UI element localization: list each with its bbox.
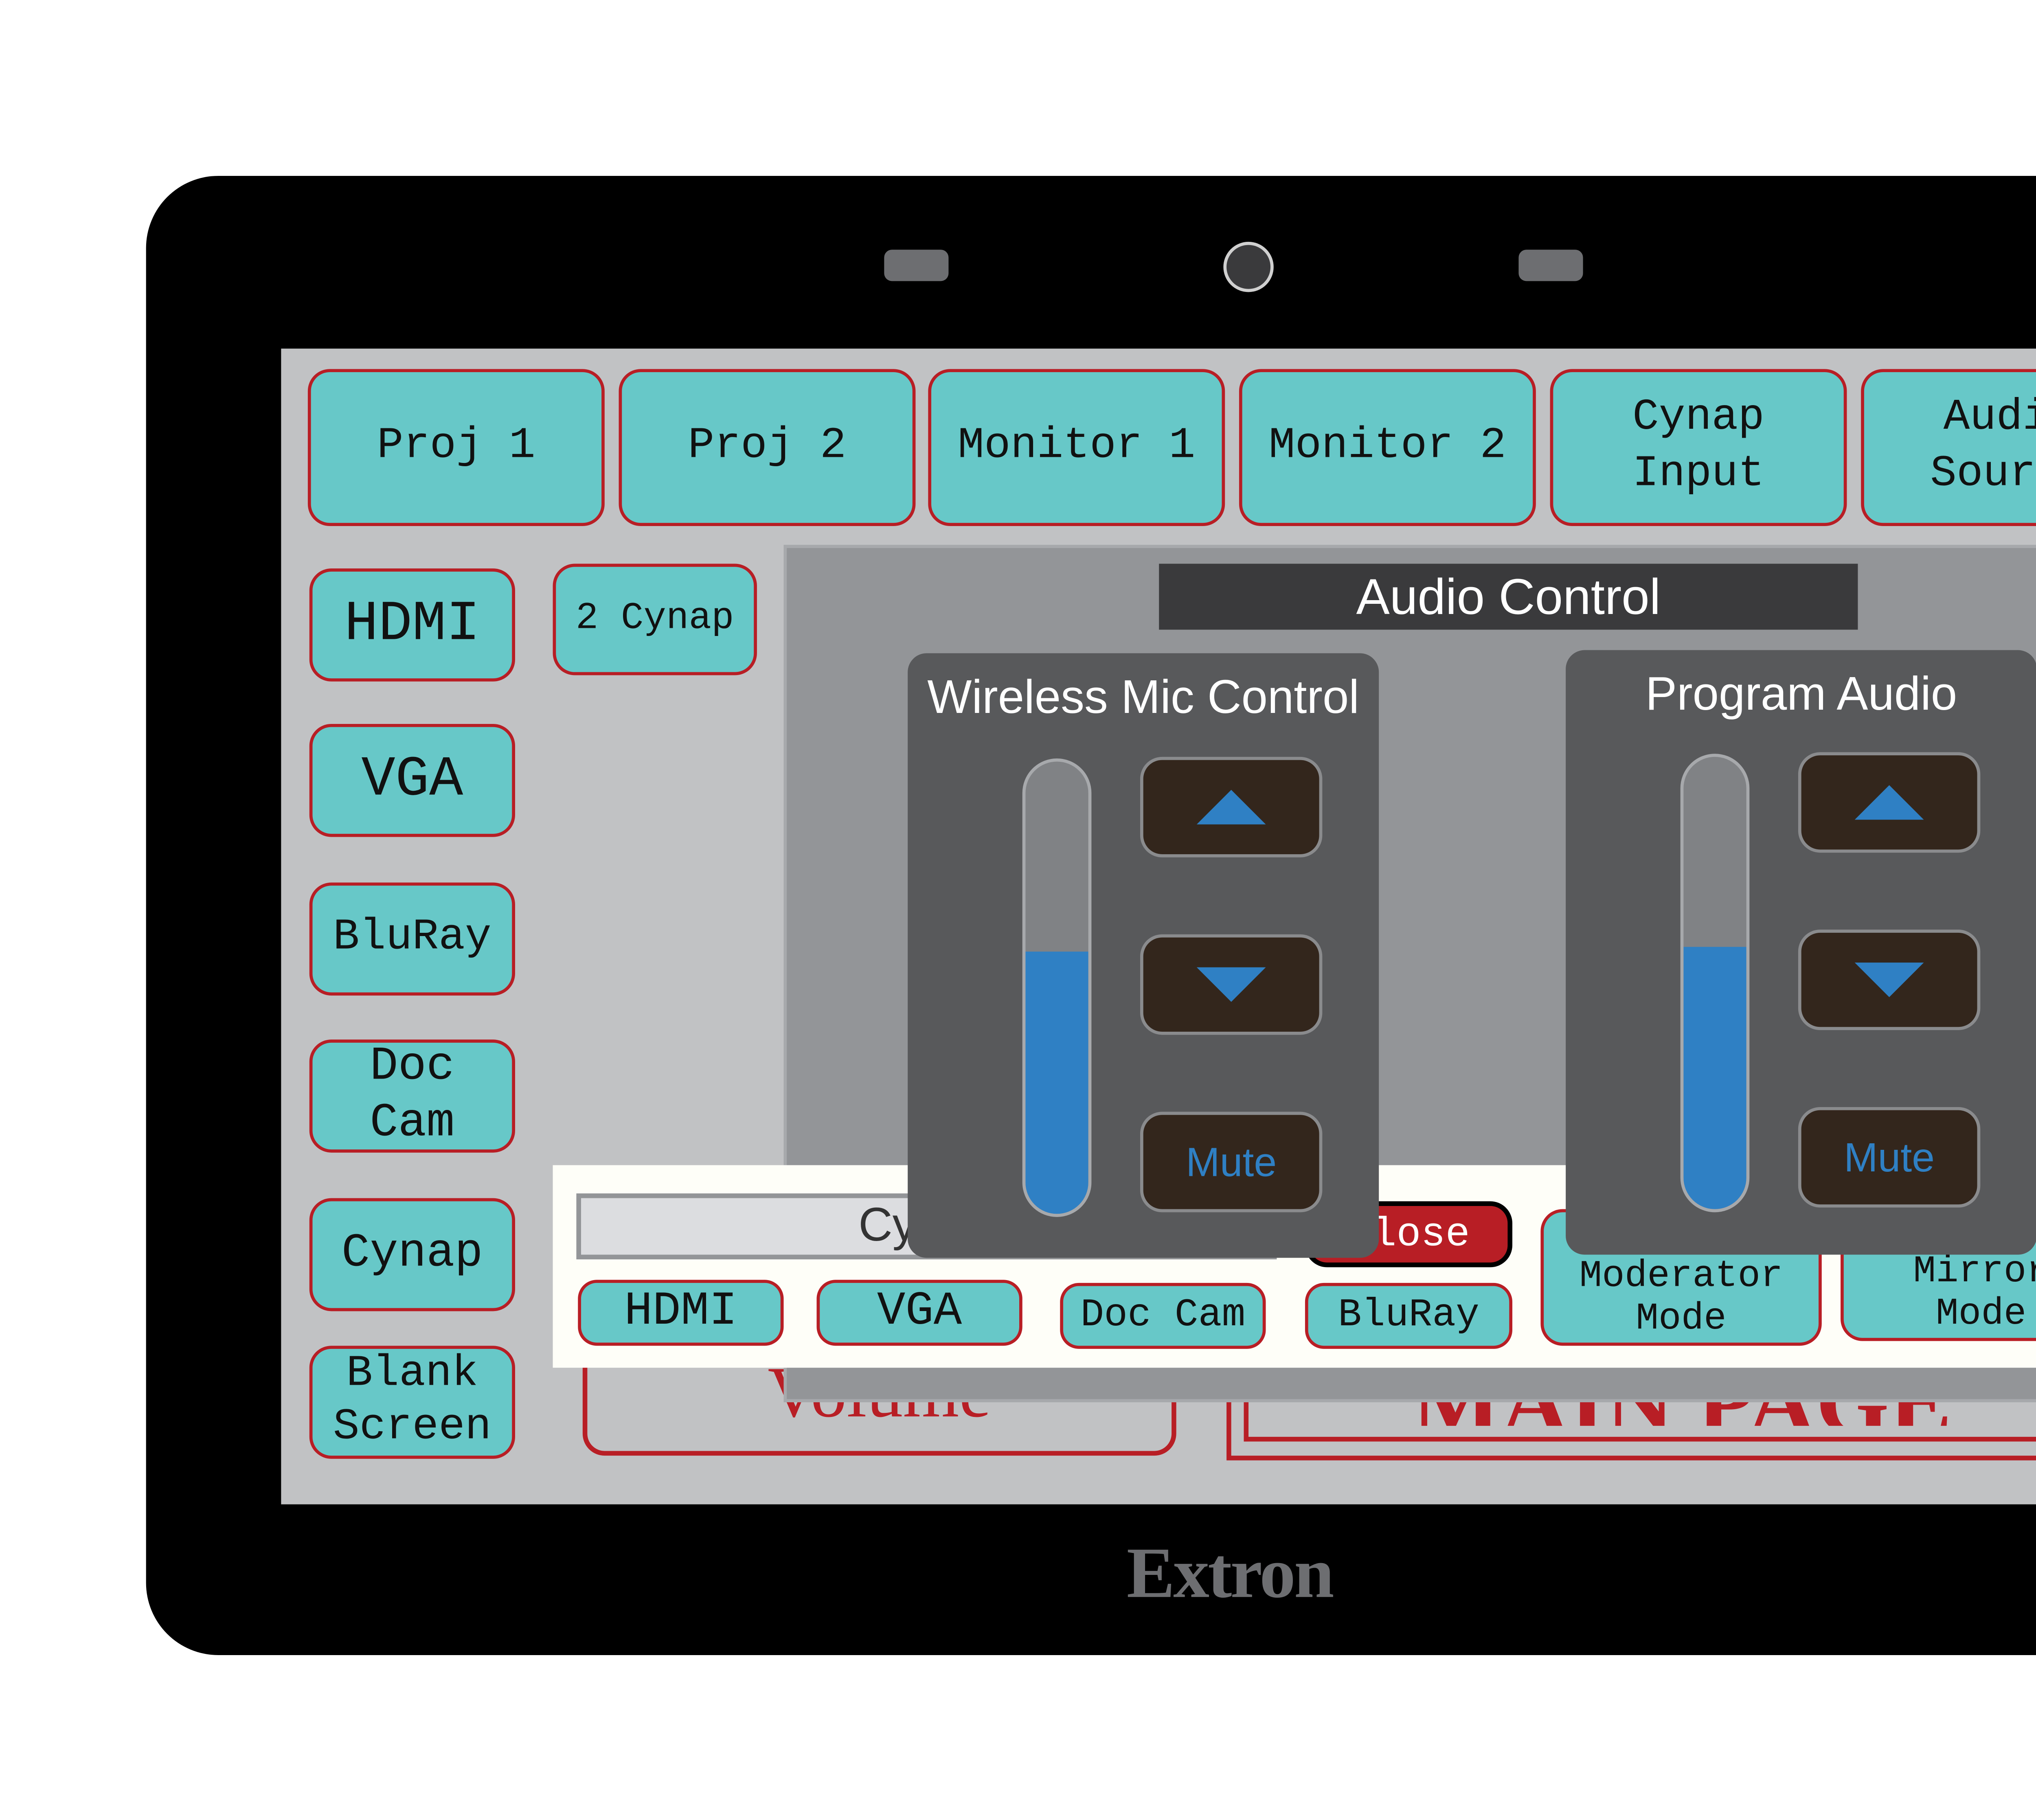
tab-proj-2[interactable]: Proj 2 <box>619 369 916 526</box>
source-vga-button[interactable]: VGA <box>309 724 515 837</box>
camera-icon <box>1223 241 1274 292</box>
tab-monitor-1[interactable]: Monitor 1 <box>928 369 1225 526</box>
source-cynap-button[interactable]: Cynap <box>309 1198 515 1311</box>
program-audio-level-fill <box>1683 947 1746 1209</box>
wireless-mic-title: Wireless Mic Control <box>927 672 1360 724</box>
second-cynap-button[interactable]: 2 Cynap <box>553 564 757 675</box>
cynap-vga-button[interactable]: VGA <box>816 1280 1022 1346</box>
program-audio-title: Program Audio <box>1645 669 1957 721</box>
triangle-up-icon <box>1854 785 1924 820</box>
program-audio-volume-up-button[interactable] <box>1798 752 1981 853</box>
triangle-down-icon <box>1196 967 1266 1002</box>
wireless-mic-mute-button[interactable]: Mute <box>1140 1112 1323 1213</box>
left-sensor-icon <box>884 250 949 281</box>
source-hdmi-button[interactable]: HDMI <box>309 568 515 682</box>
triangle-up-icon <box>1196 789 1266 824</box>
wireless-mic-volume-up-button[interactable] <box>1140 757 1323 857</box>
program-audio-volume-down-button[interactable] <box>1798 930 1981 1030</box>
wireless-mic-level-slider[interactable] <box>1022 758 1092 1217</box>
tab-proj-1[interactable]: Proj 1 <box>307 369 605 526</box>
wireless-mic-level-fill <box>1025 952 1088 1214</box>
extron-logo: Extron <box>1126 1533 1334 1613</box>
cynap-bluray-button[interactable]: BluRay <box>1305 1283 1513 1349</box>
triangle-down-icon <box>1854 963 1924 998</box>
tab-cynap-input[interactable]: Cynap Input <box>1550 369 1847 526</box>
source-doc-cam-button[interactable]: Doc Cam <box>309 1039 515 1153</box>
wireless-mic-panel: Wireless Mic Control Mute <box>908 653 1379 1258</box>
program-audio-mute-button[interactable]: Mute <box>1798 1107 1981 1208</box>
wireless-mic-volume-down-button[interactable] <box>1140 934 1323 1035</box>
right-sensor-icon <box>1518 250 1583 281</box>
program-audio-panel: Program Audio Mute <box>1566 650 2036 1255</box>
source-bluray-button[interactable]: BluRay <box>309 882 515 996</box>
tab-audio-source[interactable]: Audio Source <box>1861 369 2036 526</box>
cynap-doc-cam-button[interactable]: Doc Cam <box>1060 1283 1266 1349</box>
blank-screen-button[interactable]: Blank Screen <box>309 1346 515 1459</box>
tab-monitor-2[interactable]: Monitor 2 <box>1239 369 1536 526</box>
cynap-hdmi-button[interactable]: HDMI <box>578 1280 784 1346</box>
program-audio-level-slider[interactable] <box>1680 754 1750 1213</box>
audio-control-title: Audio Control <box>1159 564 1858 630</box>
